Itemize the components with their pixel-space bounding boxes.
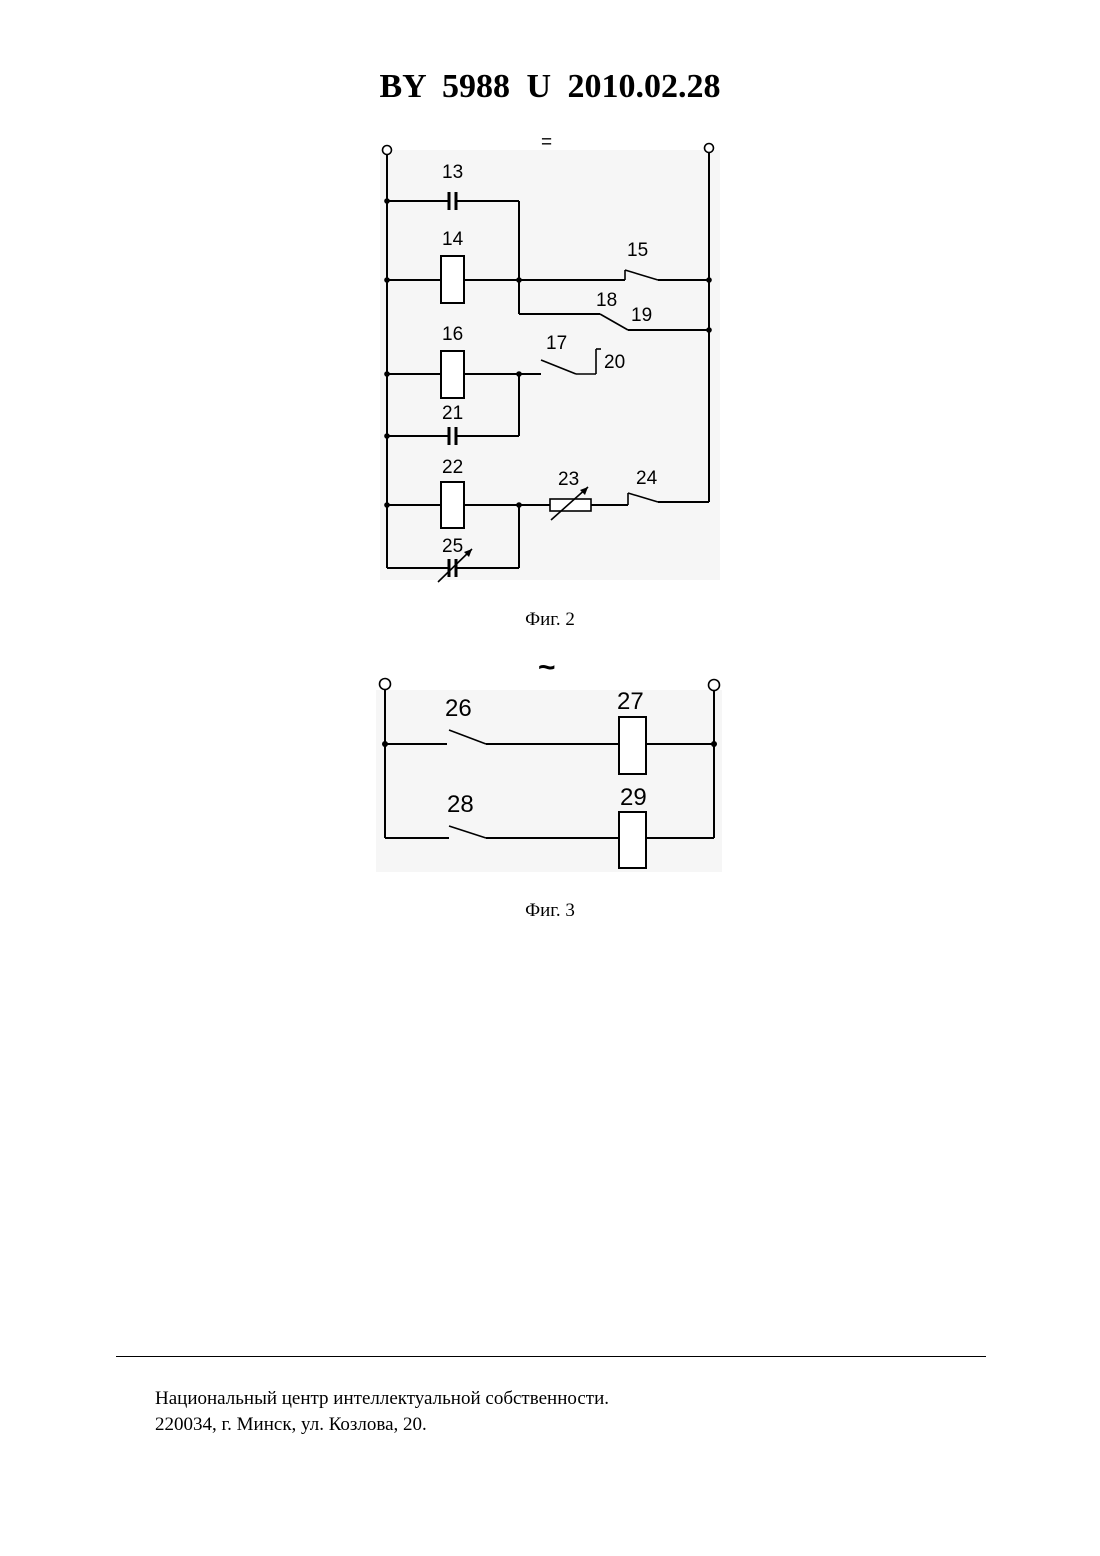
label-19: 19 xyxy=(631,305,652,326)
label-20: 20 xyxy=(604,352,625,373)
terminal-right xyxy=(709,680,720,691)
label-22: 22 xyxy=(442,457,463,478)
label-26: 26 xyxy=(445,695,472,722)
relay-coil-29 xyxy=(619,812,646,868)
label-21: 21 xyxy=(442,403,463,424)
terminal-left xyxy=(383,146,392,155)
label-15: 15 xyxy=(627,240,648,261)
label-25: 25 xyxy=(442,536,463,557)
figure-2-background xyxy=(380,150,720,580)
label-23: 23 xyxy=(558,469,579,490)
figure-2-circuit-diagram: = 13 14 15 18 19 16 17 20 xyxy=(378,128,723,588)
label-18: 18 xyxy=(596,290,617,311)
figure-3-caption: Фиг. 3 xyxy=(0,900,1100,922)
label-24: 24 xyxy=(636,468,658,489)
label-29: 29 xyxy=(620,784,647,811)
relay-coil-27 xyxy=(619,717,646,774)
label-13: 13 xyxy=(442,162,463,183)
figure-2-caption: Фиг. 2 xyxy=(0,609,1100,631)
label-16: 16 xyxy=(442,324,463,345)
figure-3-circuit-diagram: ~ 26 27 28 29 xyxy=(374,655,724,877)
document-header: BY 5988 U 2010.02.28 xyxy=(0,68,1100,106)
relay-coil-16 xyxy=(441,351,464,398)
figure-3-background xyxy=(376,690,722,872)
footer-line-2: 220034, г. Минск, ул. Козлова, 20. xyxy=(155,1412,609,1438)
label-27: 27 xyxy=(617,688,644,715)
label-14: 14 xyxy=(442,229,464,250)
ac-symbol: ~ xyxy=(538,655,556,684)
publisher-footer: Национальный центр интеллектуальной собс… xyxy=(155,1386,609,1438)
label-28: 28 xyxy=(447,791,474,818)
terminal-right xyxy=(705,144,714,153)
dc-symbol: = xyxy=(541,132,552,153)
relay-coil-22 xyxy=(441,482,464,528)
footer-divider xyxy=(116,1356,986,1357)
footer-line-1: Национальный центр интеллектуальной собс… xyxy=(155,1386,609,1412)
terminal-left xyxy=(380,679,391,690)
label-17: 17 xyxy=(546,333,567,354)
relay-coil-14 xyxy=(441,256,464,303)
